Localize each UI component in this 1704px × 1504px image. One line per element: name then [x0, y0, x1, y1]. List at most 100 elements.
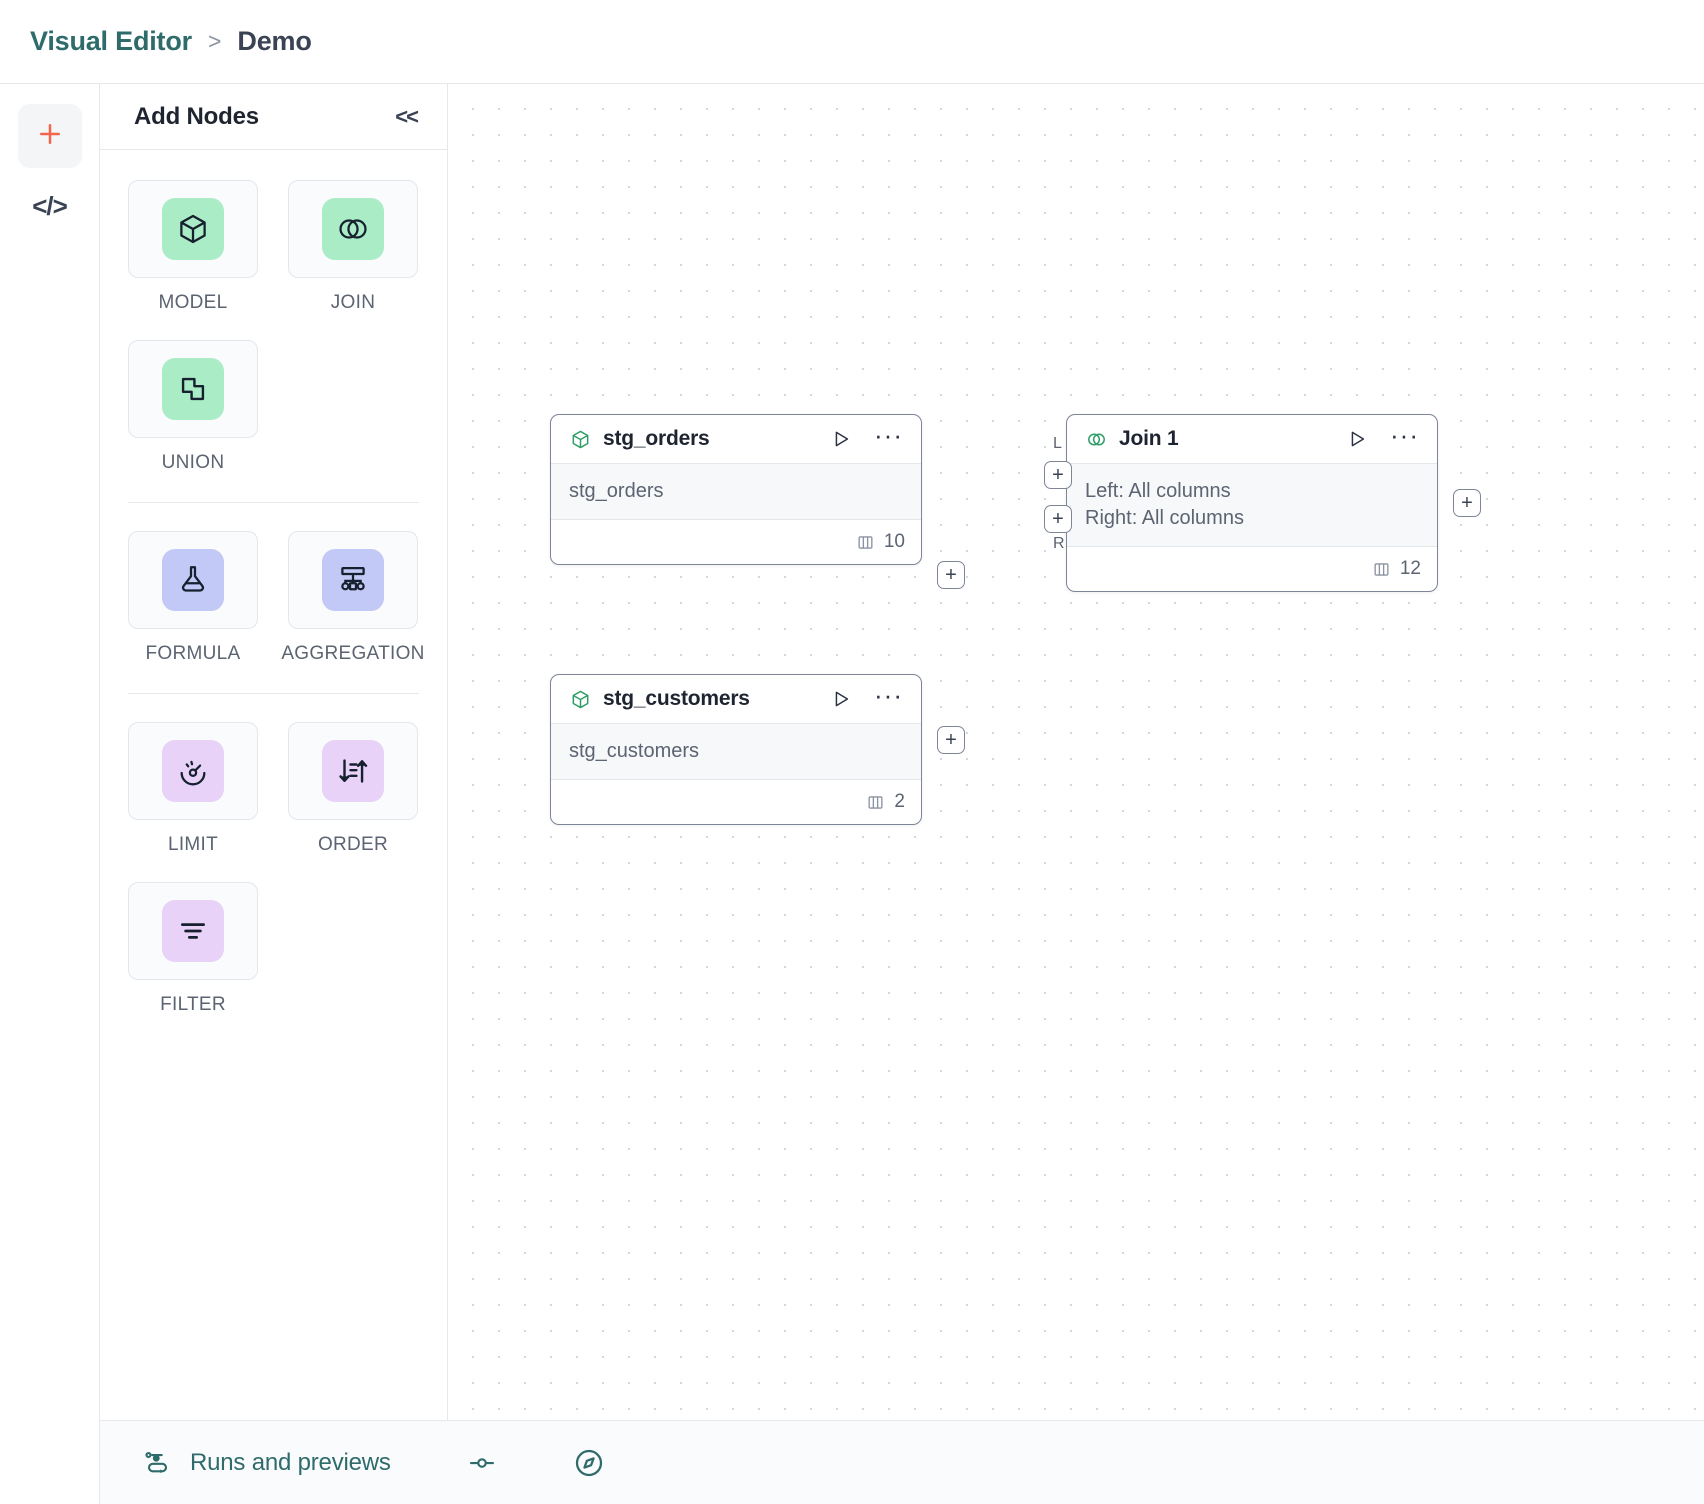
plus-icon [35, 119, 65, 154]
palette-item-filter[interactable]: FILTER [128, 882, 258, 1016]
palette-label-model: MODEL [158, 292, 228, 313]
node-footer: 2 [551, 780, 921, 824]
tree-nodes-icon [322, 549, 384, 611]
cube-icon [569, 428, 591, 450]
breadcrumb-current: Demo [237, 26, 312, 56]
play-icon[interactable] [1346, 428, 1368, 450]
palette-item-order[interactable]: ORDER [288, 722, 418, 856]
cube-icon [162, 198, 224, 260]
palette-label-order: ORDER [317, 834, 389, 855]
union-shapes-icon [162, 358, 224, 420]
input-handle-left-label: L [1053, 435, 1063, 452]
palette-item-aggregation[interactable]: AGGREGATION [281, 531, 424, 665]
flask-icon [162, 549, 224, 611]
panel-header: Add Nodes << [100, 84, 447, 150]
palette-item-join[interactable]: JOIN [288, 180, 418, 314]
add-nodes-panel: Add Nodes << MODEL [100, 84, 448, 1504]
node-footer: 12 [1067, 547, 1437, 591]
breadcrumb-separator: > [207, 28, 222, 54]
output-handle-join-1[interactable]: + [1453, 489, 1481, 517]
palette-tile-model[interactable] [128, 180, 258, 278]
palette-group-sources: MODEL JOIN [128, 180, 419, 474]
runs-and-previews-label: Runs and previews [190, 1448, 391, 1476]
edge-layer [448, 84, 748, 234]
palette-tile-aggregation[interactable] [288, 531, 418, 629]
columns-icon [856, 533, 875, 552]
palette-item-model[interactable]: MODEL [128, 180, 258, 314]
palette-divider-2 [128, 693, 419, 694]
node-footer: 10 [551, 520, 921, 564]
palette-label-join: JOIN [330, 292, 376, 313]
gauge-icon [162, 740, 224, 802]
flow-canvas[interactable]: stg_orders ··· stg_orders 10 [448, 84, 1704, 1504]
funnel-lines-icon [162, 900, 224, 962]
node-body-line-left: Left: All columns [1085, 480, 1231, 502]
palette-item-limit[interactable]: LIMIT [128, 722, 258, 856]
node-body: Left: All columns Right: All columns [1067, 463, 1437, 547]
palette-item-formula[interactable]: FORMULA [128, 531, 258, 665]
node-body-line-right: Right: All columns [1085, 507, 1244, 529]
node-title: stg_orders [603, 427, 710, 450]
icon-rail: </> [0, 84, 100, 1504]
node-column-count: 12 [1399, 558, 1421, 579]
node-header: stg_orders ··· [551, 415, 921, 463]
node-join-1[interactable]: Join 1 ··· Left: All columns Right: All … [1044, 414, 1481, 592]
node-body-line: stg_orders [569, 480, 664, 502]
breadcrumb-root[interactable]: Visual Editor [30, 26, 192, 56]
slider-icon[interactable] [467, 1448, 497, 1478]
app-header: Visual Editor > Demo [0, 0, 1704, 84]
node-palette: MODEL JOIN [100, 150, 447, 1016]
palette-label-aggregation: AGGREGATION [281, 643, 425, 664]
node-title: stg_customers [603, 687, 750, 710]
sort-arrows-icon [322, 740, 384, 802]
code-view-rail-button[interactable]: </> [18, 174, 82, 238]
palette-item-union[interactable]: UNION [128, 340, 258, 474]
input-handle-right[interactable]: + [1044, 505, 1072, 533]
venn-circles-icon [1085, 428, 1107, 450]
node-title: Join 1 [1119, 427, 1179, 450]
collapse-panel-button[interactable]: << [395, 103, 419, 129]
ellipsis-icon[interactable]: ··· [1390, 420, 1419, 450]
node-stg-orders[interactable]: stg_orders ··· stg_orders 10 [550, 414, 965, 589]
palette-label-union: UNION [161, 452, 225, 473]
output-handle-stg-customers[interactable]: + [937, 726, 965, 754]
node-stg-customers[interactable]: stg_customers ··· stg_customers 2 [550, 674, 965, 825]
palette-tile-order[interactable] [288, 722, 418, 820]
palette-label-filter: FILTER [160, 994, 226, 1015]
input-handle-right-label: R [1053, 535, 1065, 552]
node-body-line: stg_customers [569, 740, 700, 762]
play-icon[interactable] [830, 428, 852, 450]
code-brackets-icon: </> [32, 190, 68, 221]
columns-icon [866, 793, 885, 812]
node-column-count: 10 [883, 531, 905, 552]
add-node-rail-button[interactable] [17, 104, 82, 168]
node-body: stg_orders [551, 463, 921, 520]
panel-title: Add Nodes [134, 102, 259, 130]
palette-tile-union[interactable] [128, 340, 258, 438]
palette-label-limit: LIMIT [167, 834, 219, 855]
palette-group-rowops: LIMIT ORDER [128, 722, 419, 1016]
palette-group-transforms: FORMULA [128, 531, 424, 665]
bottom-status-bar: Runs and previews [100, 1420, 1704, 1504]
compass-icon[interactable] [573, 1447, 605, 1479]
cube-icon [569, 688, 591, 710]
palette-label-formula: FORMULA [145, 643, 241, 664]
palette-tile-filter[interactable] [128, 882, 258, 980]
palette-tile-limit[interactable] [128, 722, 258, 820]
venn-circles-icon [322, 198, 384, 260]
node-column-count: 2 [894, 791, 905, 812]
output-handle-stg-orders[interactable]: + [937, 561, 965, 589]
play-icon[interactable] [830, 688, 852, 710]
palette-tile-formula[interactable] [128, 531, 258, 629]
app-body: </> Add Nodes << M [0, 84, 1704, 1504]
node-header: Join 1 ··· [1067, 415, 1437, 463]
node-header: stg_customers ··· [551, 675, 921, 723]
input-handle-left[interactable]: + [1044, 461, 1072, 489]
palette-divider-1 [128, 502, 419, 503]
palette-tile-join[interactable] [288, 180, 418, 278]
runs-and-previews-button[interactable]: Runs and previews [142, 1448, 391, 1478]
ellipsis-icon[interactable]: ··· [874, 420, 903, 450]
pipeline-icon [142, 1448, 172, 1478]
ellipsis-icon[interactable]: ··· [874, 680, 903, 710]
node-body: stg_customers [551, 723, 921, 780]
